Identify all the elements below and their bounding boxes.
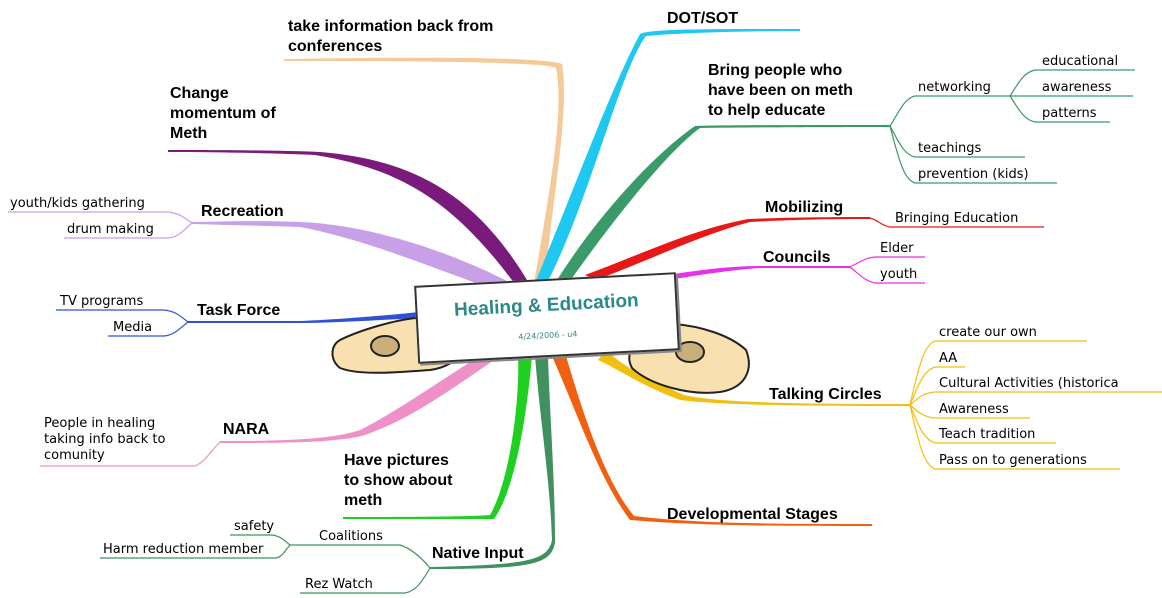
branch-change-momentum — [168, 150, 530, 288]
central-topic-card: Healing & Education 4/24/2006 - u4 — [414, 272, 680, 364]
branch-label-talking-circles: Talking Circles — [769, 386, 882, 403]
branch-label-have-pictures: Have pictures to show about meth — [344, 452, 453, 509]
link-pass-on — [909, 404, 1120, 470]
link-tv-programs — [56, 309, 189, 323]
link-safety — [230, 534, 291, 546]
central-topic-title: Healing & Education — [453, 290, 640, 321]
link-teach-tradition — [909, 404, 1056, 444]
branch-label-native-input: Native Input — [432, 545, 524, 562]
subtopic-awareness: awareness — [1042, 80, 1112, 95]
branch-label-conferences: take information back from conferences — [288, 18, 494, 55]
link-media — [108, 321, 189, 337]
link-aa — [909, 366, 965, 406]
branch-task-force — [188, 312, 420, 323]
branch-bring-people — [552, 125, 890, 288]
branch-label-councils: Councils — [763, 249, 831, 266]
link-bringing-education — [869, 217, 1044, 228]
subtopic-create-own: create our own — [939, 325, 1037, 340]
link-cultural — [909, 391, 1162, 406]
branch-label-mobilizing: Mobilizing — [765, 199, 844, 216]
branch-label-dot-sot: DOT/SOT — [667, 10, 739, 27]
subtopic-prevention: prevention (kids) — [918, 167, 1029, 182]
subtopic-tv-programs: TV programs — [60, 294, 144, 309]
link-youth — [849, 266, 925, 284]
branch-native-input — [430, 356, 555, 569]
subtopic-teach-tradition: Teach tradition — [939, 427, 1036, 442]
link-drum-making — [64, 222, 193, 239]
link-patterns — [1009, 95, 1110, 123]
subtopic-rez-watch: Rez Watch — [305, 577, 373, 592]
link-educational — [1009, 69, 1135, 97]
link-harm-reduction — [100, 544, 291, 559]
subtopic-youth-gathering: youth/kids gathering — [10, 196, 145, 211]
link-nara-people — [40, 441, 221, 467]
branch-councils — [674, 266, 850, 279]
subtopic-cultural: Cultural Activities (historica — [939, 376, 1119, 391]
link-rez-watch — [300, 567, 431, 594]
branch-label-nara: NARA — [223, 421, 270, 438]
subtopic-harm-reduction: Harm reduction member — [103, 542, 264, 557]
branch-recreation — [192, 221, 520, 296]
subtopic-coalitions: Coalitions — [319, 529, 383, 544]
central-topic-date: 4/24/2006 - u4 — [518, 329, 578, 342]
branch-label-task-force: Task Force — [197, 302, 281, 319]
link-youth-gathering — [8, 211, 193, 224]
subtopic-safety: safety — [234, 519, 275, 534]
subtopic-teachings: teachings — [918, 141, 982, 156]
subtopic-pass-on: Pass on to generations — [939, 453, 1087, 468]
branch-talking-circles — [598, 350, 910, 406]
subtopic-nara-people: People in healing taking info back to co… — [44, 416, 166, 463]
subtopic-networking: networking — [918, 80, 991, 95]
subtopic-tc-awareness: Awareness — [939, 402, 1009, 417]
link-create-own — [909, 340, 1087, 406]
branch-dot-sot — [534, 29, 800, 285]
subtopic-aa: AA — [939, 351, 958, 366]
branch-label-bring-people: Bring people who have been on meth to he… — [708, 62, 853, 119]
subtopic-youth: youth — [880, 267, 918, 282]
link-teachings — [889, 125, 1025, 158]
subtopic-educational: educational — [1042, 54, 1119, 69]
subtopic-bringing-education: Bringing Education — [895, 211, 1019, 226]
subtopic-patterns: patterns — [1042, 106, 1097, 121]
link-coalitions — [290, 544, 431, 569]
branch-label-developmental: Developmental Stages — [667, 506, 838, 523]
link-elder — [849, 256, 925, 268]
link-tc-awareness — [909, 404, 1030, 419]
subtopic-media: Media — [113, 320, 153, 335]
subtopic-elder: Elder — [880, 241, 914, 256]
subtopic-drum-making: drum making — [67, 222, 154, 237]
link-prevention — [889, 125, 1057, 184]
branch-label-change-momentum: Change momentum of Meth — [170, 85, 276, 142]
link-networking — [889, 95, 1010, 127]
branch-label-recreation: Recreation — [201, 203, 284, 220]
